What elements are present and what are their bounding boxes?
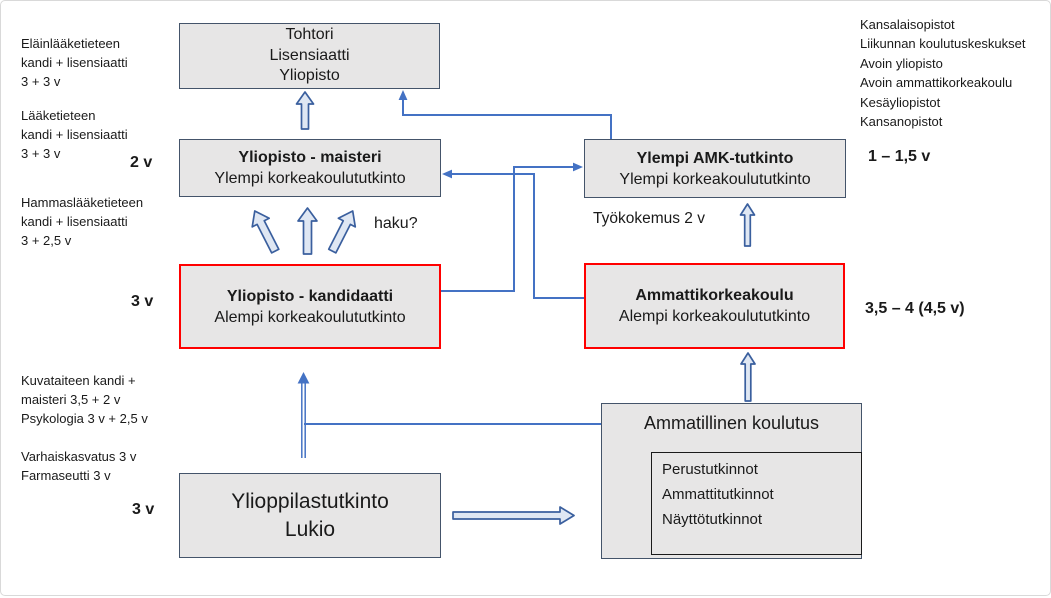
qualification-item: Näyttötutkinnot: [662, 511, 763, 528]
node-line: Yliopisto: [279, 67, 340, 85]
node-line: Ylioppilastutkinto: [231, 489, 389, 513]
note-line: Varhaiskasvatus 3 v: [21, 449, 137, 464]
note-line: Lääketieteen: [21, 108, 96, 123]
note-line: Kuvataiteen kandi +: [21, 373, 136, 388]
node-ammatillinen-koulutus: Ammatillinen koulutus Perustutkinnot Amm…: [601, 403, 862, 559]
node-subtitle: Ylempi korkeakoulututkinto: [214, 170, 406, 187]
arrow-lukio-to-ammatillinen: [452, 506, 575, 525]
list-item: Avoin ammattikorkeakoulu: [860, 75, 1013, 91]
note-kuvataide-psykologia: Kuvataiteen kandi + maisteri 3,5 + 2 v P…: [21, 371, 148, 428]
arrow-lukio-to-kandidaatti: [297, 372, 310, 458]
arrow-kandidaatti-to-ylempi-amk: [441, 162, 583, 292]
note-laaketiede: Lääketieteen kandi + lisensiaatti 3 + 3 …: [21, 106, 128, 163]
arrow-amk-to-maisteri: [442, 169, 584, 299]
duration-kandidaatti: 3 v: [131, 293, 154, 310]
note-line: 3 + 2,5 v: [21, 233, 72, 248]
node-title: Yliopisto - kandidaatti: [226, 287, 394, 305]
note-line: Psykologia 3 v + 2,5 v: [21, 411, 148, 426]
node-subtitle: Alempi korkeakoulututkinto: [214, 308, 406, 326]
node-line: Tohtori: [285, 26, 334, 44]
duration-lukio: 3 v: [132, 501, 155, 518]
qualification-item: Ammattitutkinnot: [662, 486, 774, 503]
note-hammaslaaketiede: Hammaslääketieteen kandi + lisensiaatti …: [21, 193, 143, 250]
arrow-amk-to-ylempi-amk: [739, 203, 756, 247]
node-tohtori: Tohtori Lisensiaatti Yliopisto: [179, 23, 440, 89]
arrow-ylempi-amk-to-tohtori: [398, 90, 612, 139]
node-yliopisto-maisteri: Yliopisto - maisteri Ylempi korkeakoulut…: [179, 139, 441, 197]
note-line: kandi + lisensiaatti: [21, 214, 128, 229]
arrow-ammatillinen-to-amk: [740, 352, 756, 402]
arrow-maisteri-to-tohtori: [295, 91, 315, 130]
node-subtitle: Ylempi korkeakoulututkinto: [619, 170, 811, 188]
qualification-item: Perustutkinnot: [662, 461, 758, 478]
note-varhaiskasvatus-farmaseutti: Varhaiskasvatus 3 v Farmaseutti 3 v: [21, 447, 136, 485]
node-yliopisto-kandidaatti: Yliopisto - kandidaatti Alempi korkeakou…: [179, 264, 441, 349]
arrow-kandidaatti-to-maisteri-right: [327, 210, 357, 254]
note-line: Eläinlääketieteen: [21, 36, 121, 51]
duration-amk: 3,5 – 4 (4,5 v): [865, 300, 965, 317]
list-item: Kansanopistot: [860, 114, 943, 130]
node-title: Yliopisto - maisteri: [238, 149, 382, 166]
list-item: Kansalaisopistot: [860, 17, 955, 32]
note-elainlaaketiede: Eläinlääketieteen kandi + lisensiaatti 3…: [21, 34, 128, 91]
node-title: Ylempi AMK-tutkinto: [636, 149, 794, 167]
annotation-tyokokemus: Työkokemus 2 v: [593, 210, 705, 227]
note-line: kandi + lisensiaatti: [21, 55, 128, 70]
note-line: 3 + 3 v: [21, 146, 61, 161]
note-line: maisteri 3,5 + 2 v: [21, 392, 121, 407]
note-line: Farmaseutti 3 v: [21, 468, 111, 483]
note-line: Hammaslääketieteen: [21, 195, 144, 210]
other-education-list: Kansalaisopistot Liikunnan koulutuskesku…: [860, 15, 1026, 131]
node-line: Lisensiaatti: [269, 46, 350, 64]
list-item: Kesäyliopistot: [860, 94, 941, 110]
qualifications-box: Perustutkinnot Ammattitutkinnot Näyttötu…: [651, 452, 862, 555]
node-title: Ammatillinen koulutus: [643, 413, 820, 433]
node-title: Ammattikorkeakoulu: [635, 287, 794, 304]
duration-maisteri: 2 v: [130, 154, 153, 171]
list-item: Liikunnan koulutuskeskukset: [860, 36, 1026, 52]
duration-ylempi-amk: 1 – 1,5 v: [868, 148, 931, 165]
node-ammattikorkeakoulu: Ammattikorkeakoulu Alempi korkeakoulutut…: [584, 263, 845, 349]
note-line: kandi + lisensiaatti: [21, 127, 128, 142]
list-item: Avoin yliopisto: [860, 55, 943, 71]
node-ylioppilastutkinto: Ylioppilastutkinto Lukio: [179, 473, 441, 558]
node-subtitle: Alempi korkeakoulututkinto: [618, 308, 811, 325]
annotation-haku: haku?: [374, 215, 418, 232]
arrow-kandidaatti-to-maisteri-mid: [297, 207, 318, 255]
node-line: Lukio: [284, 517, 336, 541]
note-line: 3 + 3 v: [21, 74, 61, 89]
arrow-kandidaatti-to-maisteri-left: [251, 210, 280, 254]
node-ylempi-amk: Ylempi AMK-tutkinto Ylempi korkeakoulutu…: [584, 139, 846, 198]
